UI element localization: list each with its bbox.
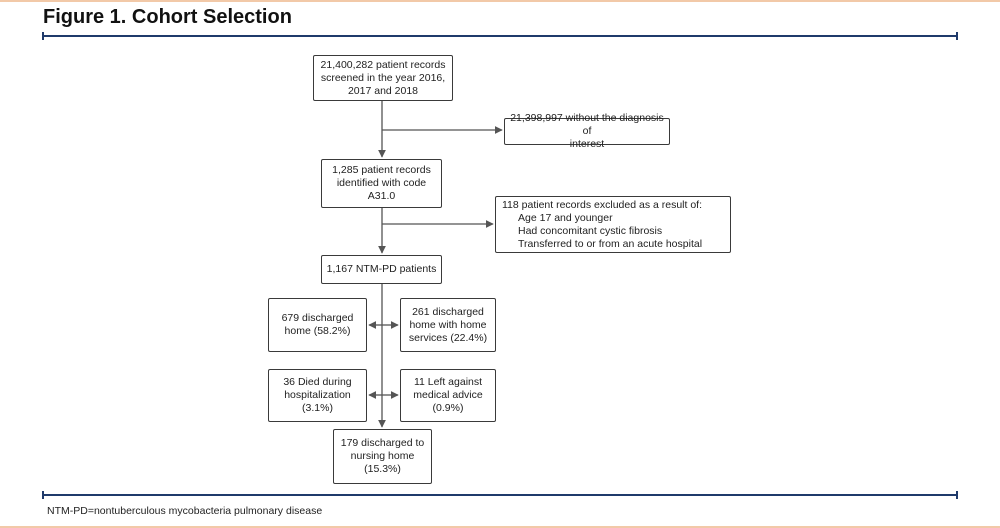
figure-title: Figure 1. Cohort Selection	[43, 6, 292, 28]
nursing-home-box: 179 discharged to nursing home (15.3%)	[333, 429, 432, 484]
left-ama-box: 11 Left against medical advice (0.9%)	[400, 369, 496, 422]
no-diagnosis-box: 21,398,997 without the diagnosis of inte…	[504, 112, 670, 150]
died-box: 36 Died during hospitalization (3.1%)	[268, 369, 367, 422]
top-accent-border	[0, 0, 1000, 2]
screened-box: 21,400,282 patient records screened in t…	[313, 55, 453, 101]
footnote: NTM-PD=nontuberculous mycobacteria pulmo…	[47, 505, 323, 517]
excluded-box: 118 patient records excluded as a result…	[495, 196, 731, 253]
home-box: 679 discharged home (58.2%)	[268, 298, 367, 352]
bottom-rule	[42, 491, 958, 499]
identified-box: 1,285 patient records identified with co…	[321, 159, 442, 208]
home-services-box: 261 discharged home with home services (…	[400, 298, 496, 352]
patients-box: 1,167 NTM-PD patients	[321, 255, 442, 284]
bottom-accent-border	[0, 526, 1000, 528]
top-rule	[42, 32, 958, 40]
